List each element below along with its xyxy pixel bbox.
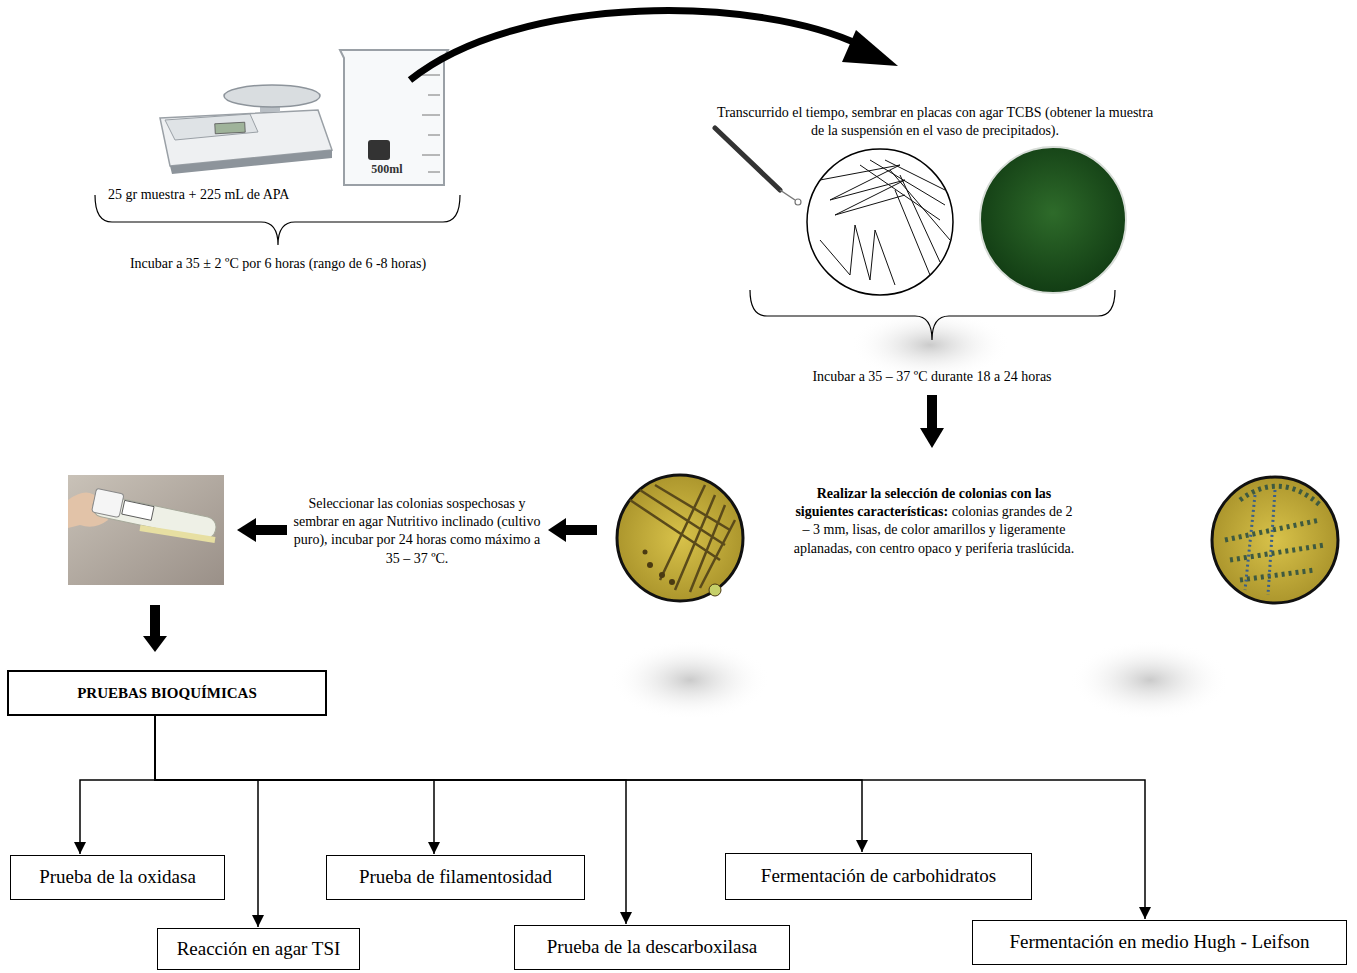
inoculating-loop [715, 128, 801, 205]
box-text: Reacción en agar TSI [177, 938, 341, 961]
connector [155, 716, 626, 924]
arrow-shaft [565, 525, 597, 535]
arrow-head [842, 30, 898, 66]
balance-icon [160, 85, 332, 174]
step-note: Incubar a 35 ± 2 ºC por 6 horas (rango d… [130, 256, 426, 271]
arrow-shaft [150, 605, 160, 638]
test-box: Prueba de filamentosidad [326, 855, 585, 900]
colony-plate [617, 475, 743, 601]
arrow-shaft [927, 395, 937, 428]
note-box: Incubar a 35 – 37 ºC durante 18 a 24 hor… [712, 368, 1152, 386]
arrow-shaft [255, 525, 287, 535]
note-box: Incubar a 35 ± 2 ºC por 6 horas (rango d… [68, 255, 488, 273]
arrow-head [548, 518, 566, 542]
section-box: PRUEBAS BIOQUÍMICAS [7, 670, 327, 716]
connector [155, 716, 1145, 919]
step-note: 25 gr muestra + 225 mL de APA [108, 187, 289, 202]
step-note: Transcurrido el tiempo, sembrar en placa… [717, 105, 1153, 138]
note-box: 25 gr muestra + 225 mL de APA [108, 186, 378, 204]
flow-arrow [410, 11, 862, 80]
note-box: Transcurrido el tiempo, sembrar en placa… [712, 104, 1158, 140]
arrow-head [237, 518, 256, 542]
test-box: Reacción en agar TSI [157, 928, 360, 970]
bracket [750, 290, 1115, 340]
note-box: Seleccionar las colonias sospechosas y s… [286, 495, 548, 568]
bracket [95, 195, 460, 245]
box-text: Prueba de la oxidasa [39, 866, 196, 889]
box-text: Prueba de filamentosidad [359, 866, 552, 889]
tcbs-plate [980, 147, 1126, 293]
test-box: Fermentación de carbohidratos [725, 853, 1032, 900]
note-paragraph: Realizar la selección de colonias con la… [792, 485, 1076, 558]
colony-plate [1212, 477, 1338, 603]
shadow [610, 640, 770, 720]
connector [155, 716, 434, 854]
step-note: Seleccionar las colonias sospechosas y s… [294, 496, 541, 566]
beaker-label: 500ml [371, 162, 402, 176]
slant-tube-photo [68, 475, 224, 585]
beaker-icon [340, 50, 448, 185]
test-box: Prueba de la oxidasa [10, 855, 225, 900]
connector [155, 716, 862, 852]
arrow-head [143, 636, 167, 652]
connector [80, 716, 155, 854]
streak-plate [807, 149, 953, 295]
box-text: Fermentación de carbohidratos [761, 865, 996, 888]
test-box: Prueba de la descarboxilasa [514, 925, 790, 970]
arrow-head [920, 428, 944, 448]
note-box: 500ml [362, 162, 412, 178]
box-text: PRUEBAS BIOQUÍMICAS [77, 684, 257, 702]
test-box: Fermentación en medio Hugh - Leifson [972, 920, 1347, 965]
step-note: Incubar a 35 – 37 ºC durante 18 a 24 hor… [812, 369, 1051, 384]
shadow [1070, 640, 1230, 720]
box-text: Fermentación en medio Hugh - Leifson [1009, 931, 1309, 954]
box-text: Prueba de la descarboxilasa [547, 936, 758, 959]
